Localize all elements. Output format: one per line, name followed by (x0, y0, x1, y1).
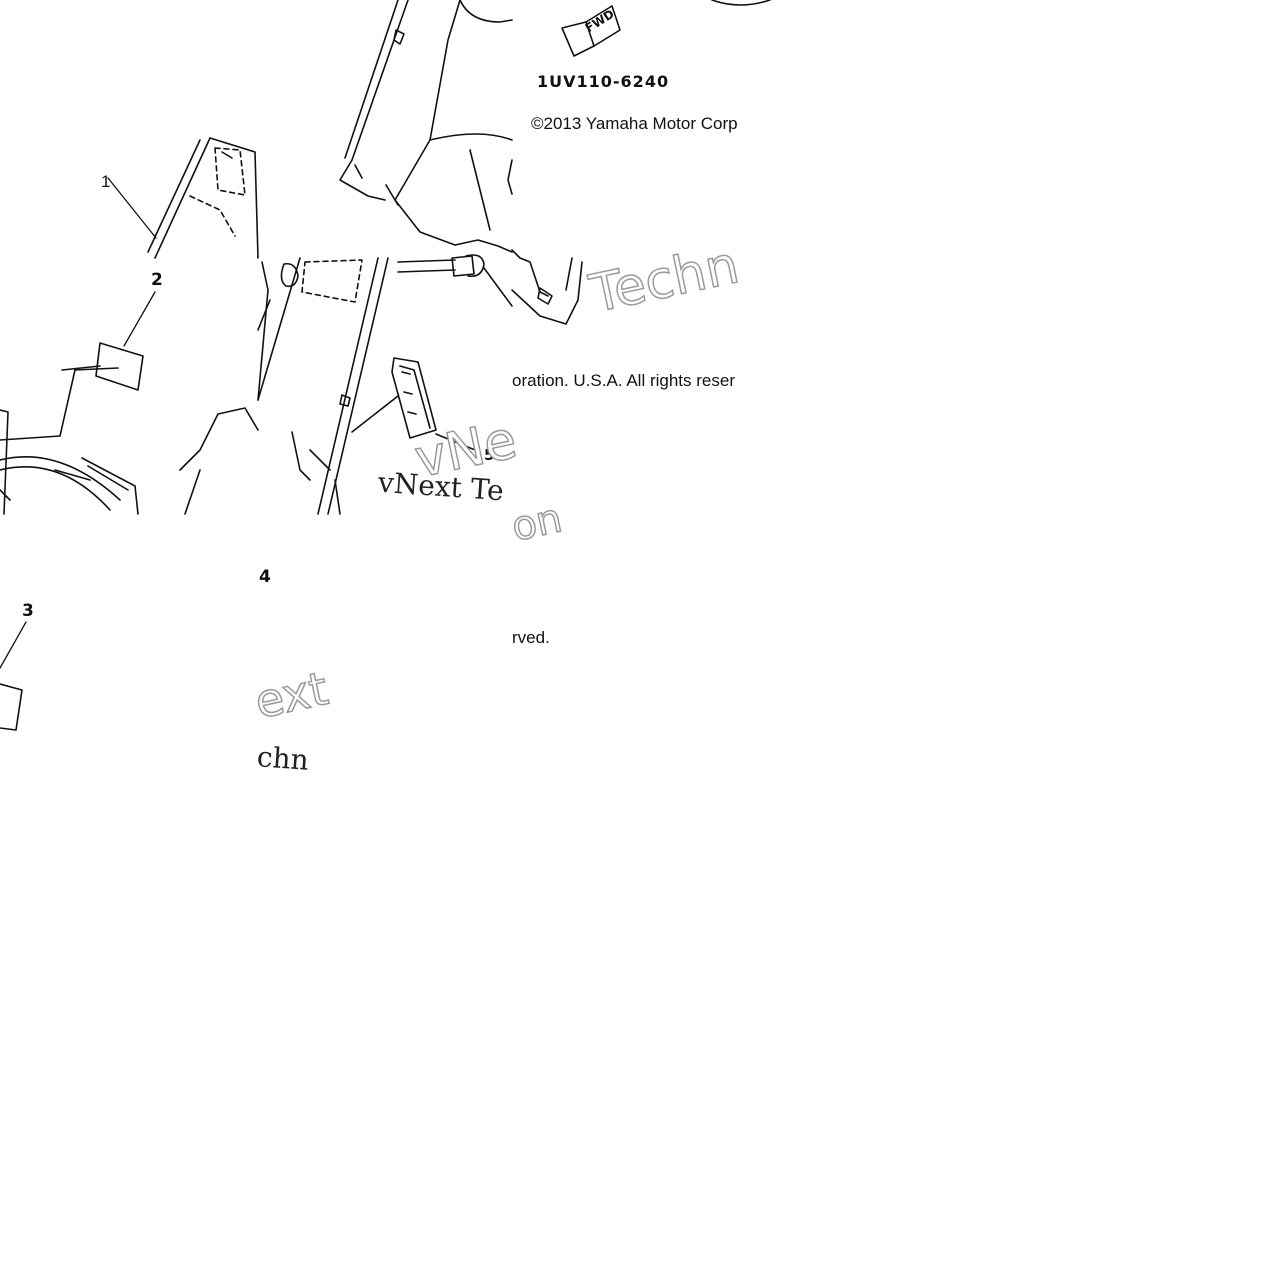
center-cover-panel (257, 257, 389, 515)
left-fairing-panel (0, 137, 271, 515)
decal-tag-2 (61, 342, 144, 391)
watermark-serif-chn: chn (255, 740, 310, 777)
callout-1: 1 (101, 172, 111, 191)
copyright-line-3: rved. (512, 628, 550, 647)
callout-4: 4 (259, 567, 271, 587)
callout-3: 3 (22, 601, 34, 621)
bracket-5 (351, 357, 481, 453)
copyright-line-1: ©2013 Yamaha Motor Corp (531, 114, 738, 133)
callout-2: 2 (151, 270, 163, 290)
upper-shroud (339, 0, 513, 253)
fwd-arrow (561, 5, 621, 57)
leader-lines (0, 177, 157, 669)
bolt-assembly (397, 249, 583, 325)
copyright-line-2: oration. U.S.A. All rights reser (512, 371, 735, 390)
part-code: 1UV110-6240 (537, 72, 670, 91)
decal-tag-3 (0, 683, 23, 731)
callout-5: 5 (484, 446, 495, 464)
